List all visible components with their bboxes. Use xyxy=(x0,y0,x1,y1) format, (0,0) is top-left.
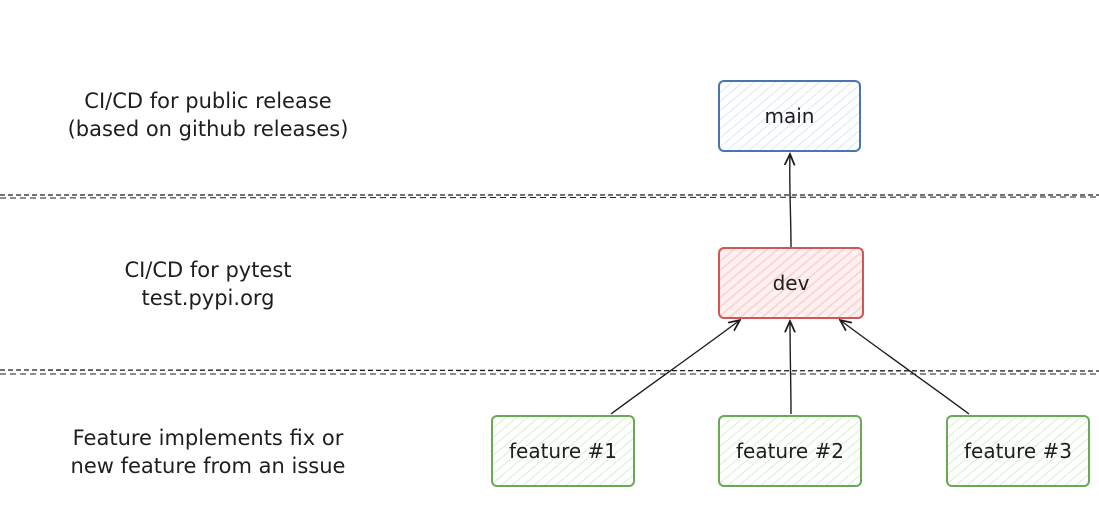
node-feature-3-label: feature #3 xyxy=(963,439,1073,463)
tier-label-feature: Feature implements fix or new feature fr… xyxy=(58,424,358,480)
node-feature-2-label: feature #2 xyxy=(735,439,845,463)
divider-test-feature xyxy=(0,369,1099,375)
arrow-feature1-to-dev xyxy=(610,320,740,415)
tier-label-test-line1: CI/CD for pytest xyxy=(124,258,292,282)
arrow-feature2-to-dev xyxy=(790,321,791,415)
node-main: main xyxy=(718,80,861,152)
tier-label-test-line2: test.pypi.org xyxy=(141,286,275,310)
node-feature-3: feature #3 xyxy=(946,415,1090,487)
tier-label-release-line2: (based on github releases) xyxy=(67,117,349,141)
node-feature-1-label: feature #1 xyxy=(508,439,618,463)
arrow-feature3-to-dev xyxy=(840,320,970,415)
node-dev: dev xyxy=(718,247,864,319)
tier-label-release-line1: CI/CD for public release xyxy=(84,89,332,113)
tier-label-test: CI/CD for pytest test.pypi.org xyxy=(58,256,358,312)
node-feature-1: feature #1 xyxy=(491,415,635,487)
tier-label-feature-line2: new feature from an issue xyxy=(70,454,346,478)
node-dev-label: dev xyxy=(772,271,810,295)
tier-label-feature-line1: Feature implements fix or xyxy=(72,426,344,450)
divider-release-test xyxy=(0,194,1099,199)
tier-label-release: CI/CD for public release (based on githu… xyxy=(58,87,358,143)
node-feature-2: feature #2 xyxy=(718,415,862,487)
arrow-dev-to-main xyxy=(790,154,791,248)
node-main-label: main xyxy=(764,104,815,128)
